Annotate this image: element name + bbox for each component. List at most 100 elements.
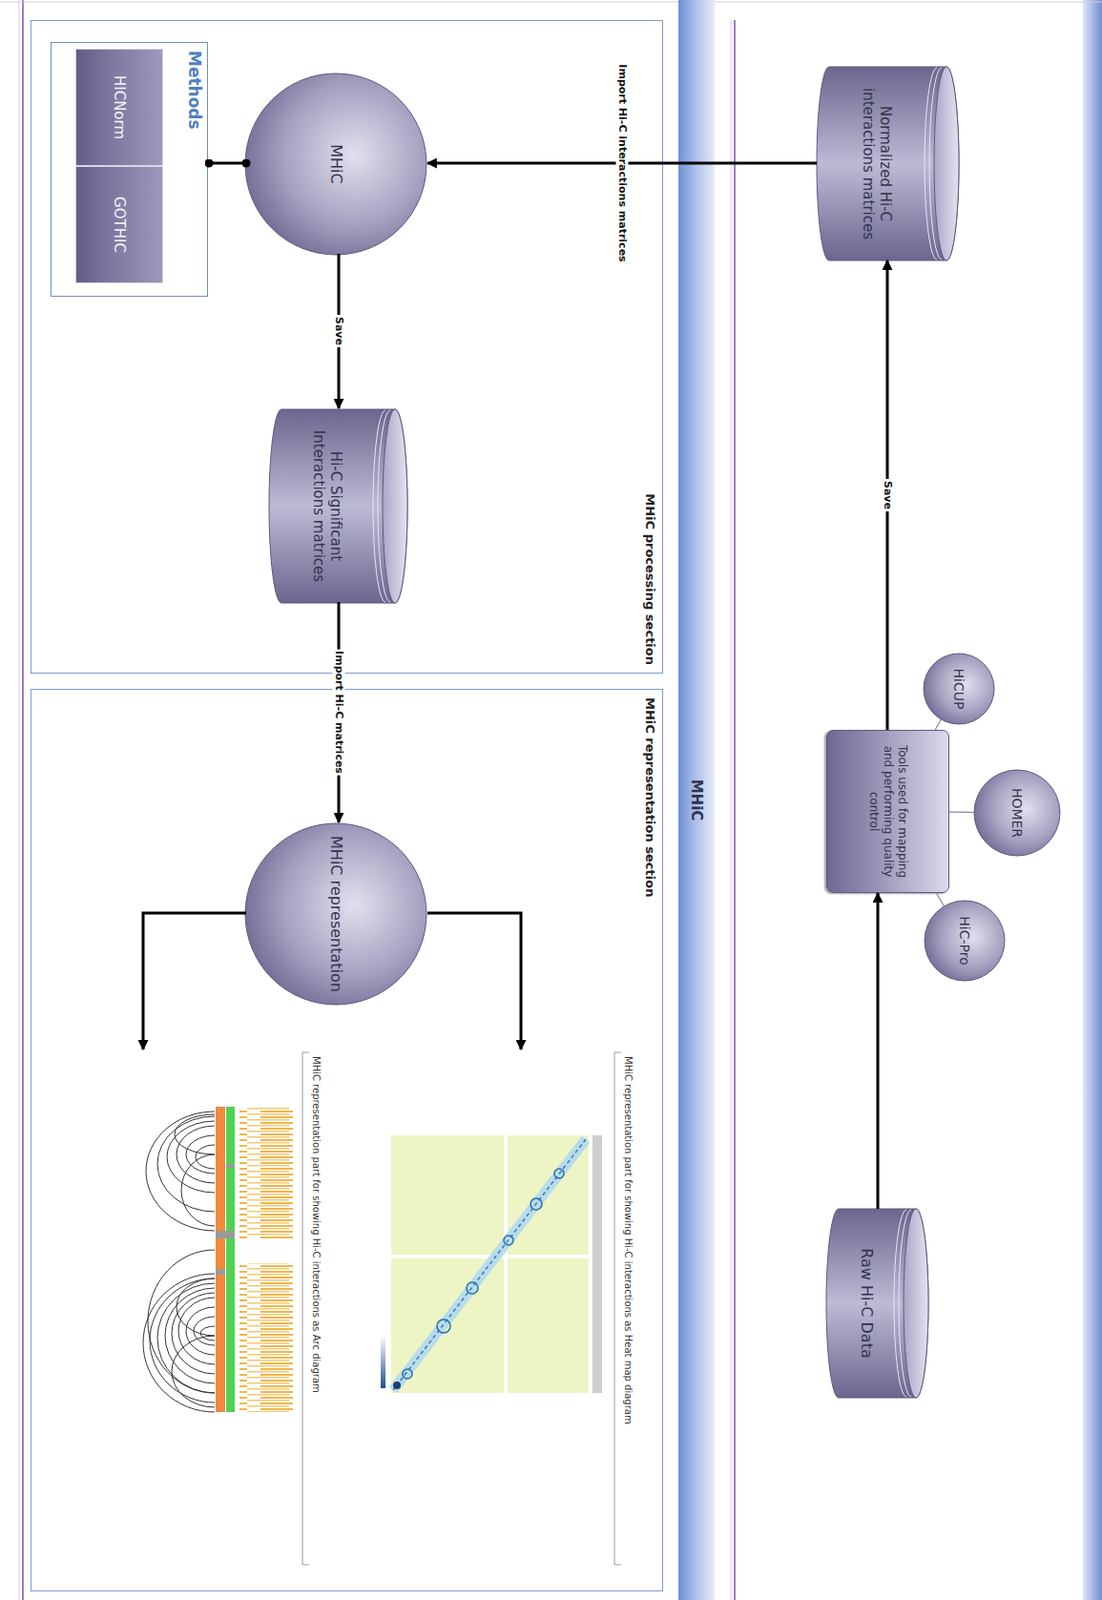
divider-line xyxy=(733,20,736,1600)
edge-label: Save xyxy=(332,314,346,348)
edge-label: Save xyxy=(881,478,895,512)
node-text: MHiC representation section xyxy=(643,697,658,897)
cylinder-outline xyxy=(826,1208,929,1398)
heatmap-spot xyxy=(503,1235,514,1246)
node-text: Tools used for mapping and performing qu… xyxy=(866,738,910,885)
caption-bracket xyxy=(302,1052,310,1565)
text-wrapper: HOMER xyxy=(973,769,1061,857)
section-box: MHiC processing sectionMHiCMethodsHICNor… xyxy=(30,20,664,674)
caption-bracket xyxy=(614,1052,622,1565)
cylinder-ring xyxy=(373,410,386,603)
text-wrapper: MHiC xyxy=(244,72,428,256)
cylinder-ring xyxy=(377,410,391,603)
node-text: MHiC representation part for showing Hi-… xyxy=(623,1056,634,1425)
connector xyxy=(935,719,941,730)
cylinder-top xyxy=(382,409,408,603)
text-wrapper: MHiC representation xyxy=(244,822,428,1006)
arc-line xyxy=(176,1278,215,1336)
heatmap-spot xyxy=(402,1369,413,1379)
node-text: Raw Hi-C Data xyxy=(858,1247,876,1358)
node-text: Normalized Hi-C interactions matrices xyxy=(860,74,895,253)
connector xyxy=(935,893,944,907)
database-cylinder: Normalized Hi-C interactions matrices xyxy=(816,66,959,261)
arc-line xyxy=(193,1316,215,1346)
header-band: MHiC xyxy=(678,0,715,1600)
cylinder-ring xyxy=(898,1209,912,1397)
heatmap-diagonal xyxy=(393,1139,586,1391)
arc-line xyxy=(186,1307,215,1355)
cylinder-ring xyxy=(929,67,942,260)
node-text: MHiC processing section xyxy=(643,493,658,666)
node-text: Hi-C Significant Interactions matrices xyxy=(311,416,346,596)
edge-label: Import Hi-C matrices xyxy=(332,648,346,776)
circle-shape xyxy=(974,769,1061,856)
heatmap-color-scale xyxy=(380,1335,386,1389)
tool-circle: HiC-Pro xyxy=(923,899,1006,982)
connector xyxy=(949,811,975,813)
arc-track-bar xyxy=(215,1106,226,1413)
text-wrapper: Raw Hi-C Data xyxy=(826,1208,929,1398)
text-wrapper: HiC-Pro xyxy=(923,899,1006,982)
text-wrapper: GOTHIC xyxy=(76,166,163,283)
heatmap-diagonal xyxy=(393,1139,586,1391)
arc-line xyxy=(178,1297,215,1365)
text-wrapper: HiCUP xyxy=(922,652,996,726)
cylinder-top xyxy=(903,1208,929,1398)
circle-shape xyxy=(245,823,427,1005)
divider-line xyxy=(21,0,24,1600)
node-text: MHiC xyxy=(687,779,706,822)
heatmap-header xyxy=(592,1135,603,1394)
connector xyxy=(208,162,247,166)
text-wrapper: Normalized Hi-C interactions matrices xyxy=(816,66,959,261)
arc-line xyxy=(174,1114,215,1155)
cylinder-body xyxy=(826,1208,929,1398)
arc-track-gap xyxy=(239,1238,293,1264)
node-text: MHiC representation part for showing Hi-… xyxy=(311,1056,322,1394)
divider-line xyxy=(730,20,732,1600)
arc-line xyxy=(171,1292,215,1374)
arc-track-mark xyxy=(215,1268,226,1275)
text-wrapper: Tools used for mapping and performing qu… xyxy=(827,730,949,893)
process-circle: MHiC xyxy=(244,72,428,256)
cylinder-ring xyxy=(894,1209,907,1397)
diagram-panel: MHiC representation part for showing Hi-… xyxy=(366,1050,636,1576)
cylinder-ring xyxy=(924,67,937,260)
heatmap-spot xyxy=(530,1198,542,1210)
heatmap-spot xyxy=(436,1319,451,1333)
arc-line xyxy=(157,1283,215,1394)
process-box: Tools used for mapping and performing qu… xyxy=(826,729,950,894)
arc-track-bar xyxy=(226,1106,235,1413)
circle-shape xyxy=(923,653,995,725)
arc-line xyxy=(145,1111,215,1231)
method-box: HICNorm xyxy=(75,48,164,167)
arc-track-mark xyxy=(215,1230,235,1239)
node-text: HOMER xyxy=(1009,788,1025,838)
text-wrapper: MHiC processing section xyxy=(643,493,658,666)
arc-line xyxy=(147,1249,215,1394)
heatmap-quadrant xyxy=(391,1135,504,1255)
connector xyxy=(876,893,880,1209)
heatmap-spot xyxy=(554,1168,564,1179)
section-box: MHiC representation sectionMHiC represen… xyxy=(30,688,664,1592)
arc-track-ticks xyxy=(239,1106,293,1413)
border-line xyxy=(0,1,1102,3)
heatmap-spot xyxy=(393,1381,401,1390)
edge-label: Import Hi-C interactions matrices xyxy=(616,62,629,264)
methods-box: MethodsHICNormGOTHIC xyxy=(50,41,208,297)
node-text: MHiC xyxy=(326,144,346,184)
tool-circle: HOMER xyxy=(973,769,1061,857)
text-wrapper: MHiC representation part for showing Hi-… xyxy=(623,1056,634,1425)
diagram-panel: MHiC representation part for showing Hi-… xyxy=(132,1050,324,1576)
connector xyxy=(143,913,247,1050)
arc-line xyxy=(171,1335,215,1408)
top-bar xyxy=(1082,0,1102,1600)
heatmap-quadrant xyxy=(507,1258,589,1394)
divider-line xyxy=(19,0,21,1600)
node-text: HICNorm xyxy=(110,75,128,140)
text-wrapper: MHiC representation section xyxy=(643,697,658,897)
node-text: HiCUP xyxy=(951,668,967,710)
arc-line xyxy=(195,1144,215,1169)
cylinder-body xyxy=(816,66,959,261)
